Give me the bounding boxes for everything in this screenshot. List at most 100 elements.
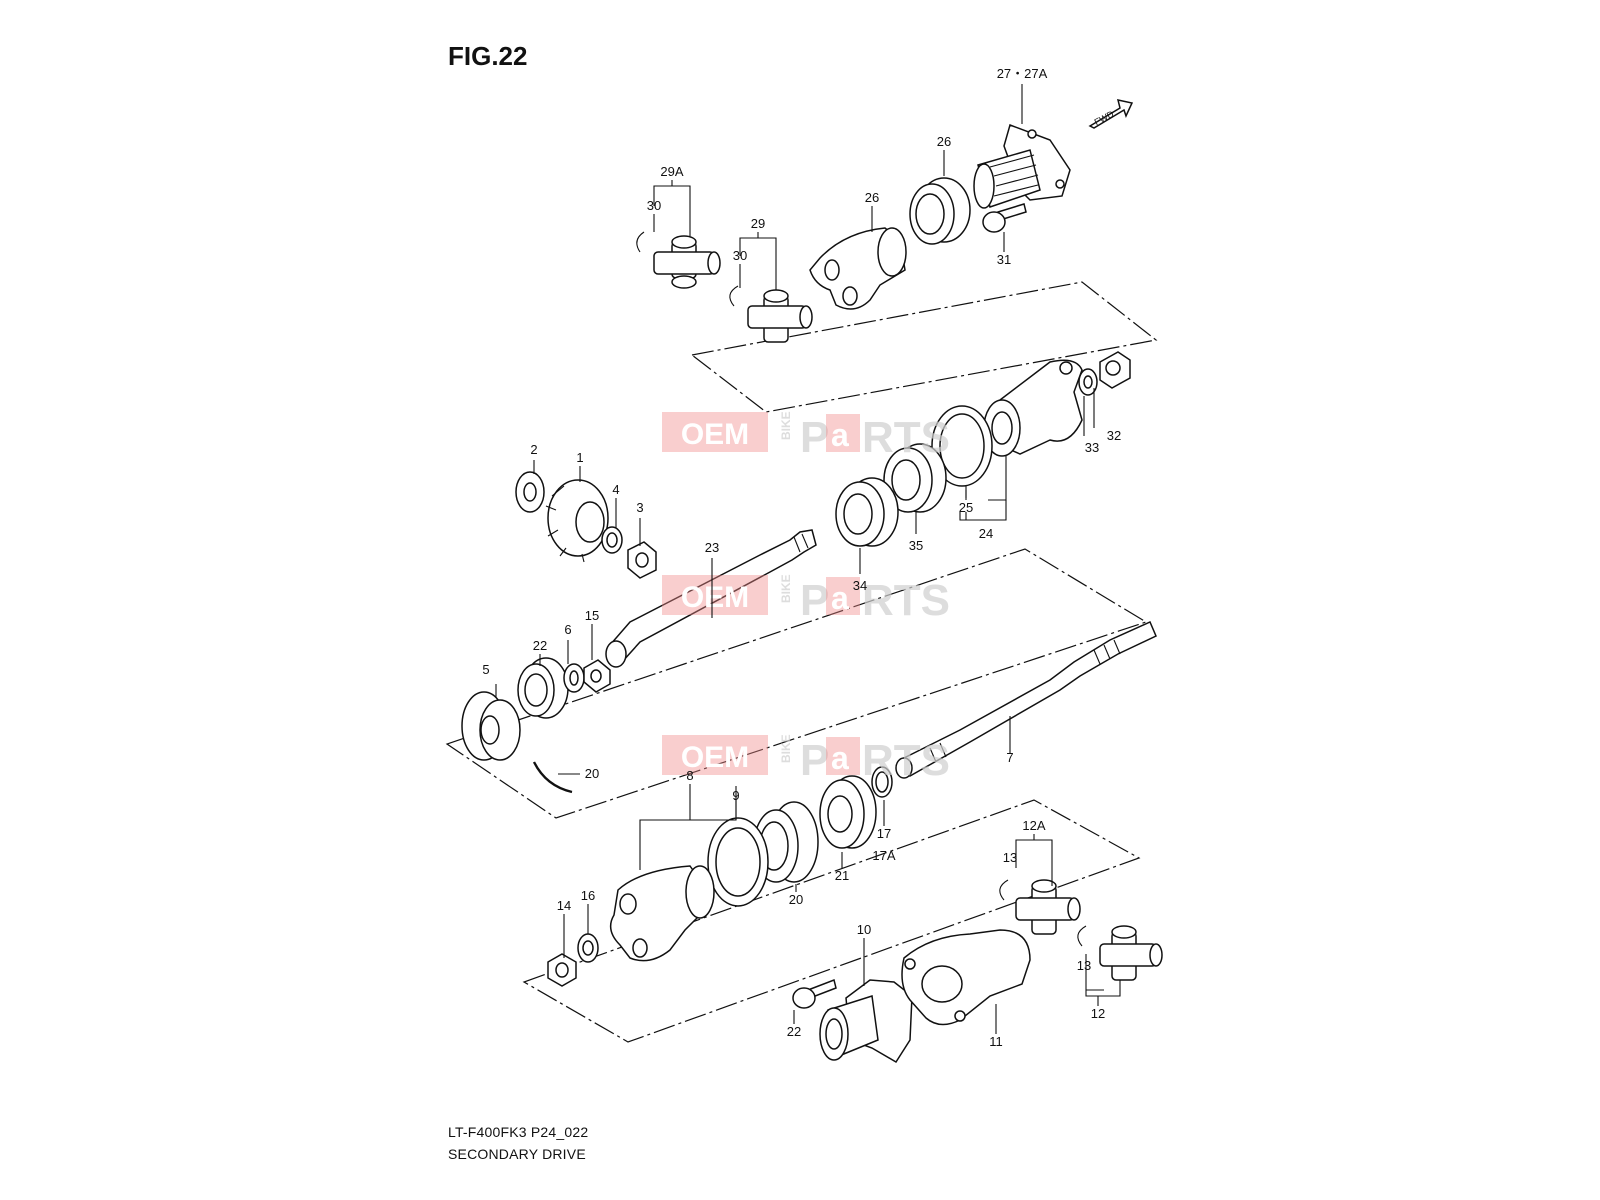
forward-arrow-icon: FWD: [1088, 99, 1134, 129]
label-8: 8: [686, 768, 693, 783]
label-28: 26: [937, 134, 951, 149]
middle-group-boundary: [445, 548, 1148, 819]
svg-text:BIKE: BIKE: [779, 734, 793, 763]
part-21-circlip: [532, 761, 573, 794]
part-6-washer: [563, 663, 585, 693]
label-16: 16: [581, 888, 595, 903]
watermark-3: OEM BIKE P a RTS: [662, 734, 950, 785]
part-27-output-flange: [973, 124, 1071, 209]
part-number-labels: 27・27A 26 31 26 26 29A 30 29 30 32 33 25…: [482, 66, 1121, 1049]
part-29a-universal-joint: [636, 231, 721, 289]
part-25-seal: [931, 405, 993, 487]
label-7: 7: [1006, 750, 1013, 765]
leader-lines: [495, 84, 1121, 1034]
part-19-bearing: [819, 775, 877, 849]
part-29-universal-joint: [729, 285, 813, 343]
label-13-lower: 13: [1077, 958, 1091, 973]
label-19: 21: [835, 868, 849, 883]
label-31: 31: [997, 252, 1011, 267]
label-12: 12: [1091, 1006, 1105, 1021]
label-33: 33: [1085, 440, 1099, 455]
part-28-oil-seal: [909, 177, 971, 245]
part-1-bevel-gear: [545, 479, 609, 563]
part-5-ring-gear: [461, 691, 521, 761]
part-22-bolt: [792, 978, 837, 1009]
part-32-nut: [1099, 351, 1131, 389]
label-26-visible: 26: [865, 190, 879, 205]
part-7-drive-shaft: [895, 621, 1157, 779]
svg-text:RTS: RTS: [862, 576, 950, 625]
svg-text:a: a: [831, 417, 849, 453]
part-35-bearing: [883, 443, 947, 513]
label-15: 15: [585, 608, 599, 623]
label-25: 25: [959, 500, 973, 515]
model-code: LT-F400FK3 P24_022: [448, 1124, 589, 1140]
part-17-snap-ring: [871, 766, 893, 798]
part-20-collar: [753, 801, 819, 883]
svg-text:OEM: OEM: [681, 741, 749, 774]
label-23: 23: [705, 540, 719, 555]
label-13-upper: 13: [1003, 850, 1017, 865]
svg-text:BIKE: BIKE: [779, 574, 793, 603]
label-27-27a: 27・27A: [997, 66, 1048, 81]
label-35: 35: [909, 538, 923, 553]
upper-group-boundary: [690, 281, 1158, 413]
part-34-bearing: [835, 477, 899, 547]
label-12a: 12A: [1022, 818, 1045, 833]
label-29a: 29A: [660, 164, 683, 179]
svg-text:P: P: [800, 736, 829, 785]
svg-text:P: P: [800, 413, 829, 462]
svg-text:OEM: OEM: [681, 418, 749, 451]
label-34: 34: [853, 578, 867, 593]
part-12-universal-joint: [1077, 925, 1163, 981]
label-30-second: 30: [733, 248, 747, 263]
part-15-nut: [583, 659, 611, 693]
svg-text:P: P: [800, 576, 829, 625]
svg-text:OEM: OEM: [681, 581, 749, 614]
part-16-washer: [577, 933, 599, 963]
watermark-2: OEM BIKE P a RTS: [662, 574, 950, 625]
label-4: 4: [612, 482, 619, 497]
label-9: 9: [732, 788, 739, 803]
lower-group-boundary: [522, 799, 1141, 1043]
label-1: 1: [576, 450, 583, 465]
part-33-washer: [1078, 368, 1098, 396]
figure-title: FIG.22: [448, 41, 528, 71]
label-20-visible: 20: [789, 892, 803, 907]
label-24: 24: [979, 526, 993, 541]
part-4-washer: [601, 526, 623, 554]
part-3-nut: [627, 541, 657, 579]
part-12a-universal-joint: [999, 879, 1081, 935]
label-30-top: 30: [647, 198, 661, 213]
part-18-bearing: [517, 657, 569, 719]
label-14: 14: [557, 898, 571, 913]
label-2: 2: [530, 442, 537, 457]
part-9-seal: [707, 817, 769, 907]
label-32: 32: [1107, 428, 1121, 443]
svg-text:a: a: [831, 580, 849, 616]
label-18: 22: [533, 638, 547, 653]
forward-arrow-text: FWD: [1093, 109, 1116, 128]
label-17: 17: [877, 826, 891, 841]
label-3: 3: [636, 500, 643, 515]
section-name: SECONDARY DRIVE: [448, 1146, 586, 1162]
label-5: 5: [482, 662, 489, 677]
part-8-yoke: [609, 865, 715, 962]
part-10-flange: [819, 979, 913, 1064]
svg-text:BIKE: BIKE: [779, 411, 793, 440]
label-17a: 17A: [872, 848, 895, 863]
watermark-1: OEM BIKE P a RTS: [662, 411, 950, 462]
part-2-washer: [515, 471, 545, 513]
svg-text:a: a: [831, 740, 849, 776]
part-24-yoke: [983, 359, 1083, 457]
svg-text:RTS: RTS: [862, 413, 950, 462]
svg-text:RTS: RTS: [862, 736, 950, 785]
label-22-visible: 22: [787, 1024, 801, 1039]
part-14-nut: [547, 953, 577, 987]
part-23-propeller-shaft: [605, 529, 817, 668]
label-21: 20: [585, 766, 599, 781]
label-11: 11: [989, 1034, 1003, 1049]
label-10: 10: [857, 922, 871, 937]
label-29: 29: [751, 216, 765, 231]
